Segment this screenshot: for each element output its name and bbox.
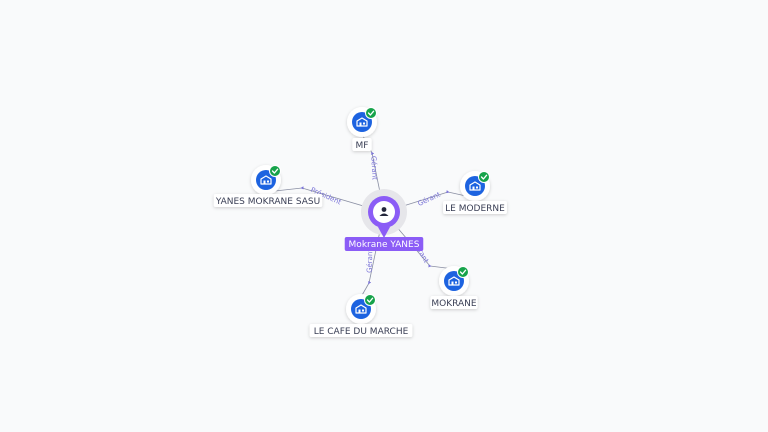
company-node-mokrane[interactable]: MOKRANE — [430, 266, 478, 309]
company-node-le-cafe-du-marche[interactable]: LE CAFE DU MARCHE — [309, 294, 413, 337]
building-icon — [260, 175, 272, 185]
company-label: LE MODERNE — [445, 204, 505, 214]
company-label-box — [352, 138, 372, 151]
company-label-box — [309, 324, 413, 337]
company-label: MF — [356, 141, 369, 151]
check-icon — [365, 107, 377, 119]
company-node-le-moderne[interactable]: LE MODERNE — [443, 171, 507, 214]
company-label-box — [443, 201, 507, 214]
company-label-box — [430, 296, 478, 309]
check-icon — [478, 171, 490, 183]
company-label: YANES MOKRANE SASU — [215, 197, 320, 207]
company-label: LE CAFE DU MARCHE — [314, 327, 409, 337]
building-icon — [469, 181, 481, 191]
building-icon — [355, 304, 367, 314]
person-icon — [379, 207, 389, 216]
company-label: MOKRANE — [431, 299, 477, 309]
relation-label: Gérant — [366, 249, 375, 274]
check-icon — [457, 266, 469, 278]
check-icon — [269, 165, 281, 177]
company-node-yanes-mokrane-sasu[interactable]: YANES MOKRANE SASU — [213, 165, 323, 207]
person-label: Mokrane YANES — [349, 240, 420, 250]
building-icon — [448, 276, 460, 286]
person-label-box — [344, 237, 424, 251]
building-icon — [356, 117, 368, 127]
relation-label: Gérant — [369, 156, 378, 181]
person-node[interactable]: Mokrane YANES — [344, 189, 424, 251]
check-icon — [364, 294, 376, 306]
company-label-box — [213, 194, 323, 207]
company-node-mf[interactable]: MF — [347, 107, 377, 151]
relation-label: Gérant — [417, 190, 442, 208]
